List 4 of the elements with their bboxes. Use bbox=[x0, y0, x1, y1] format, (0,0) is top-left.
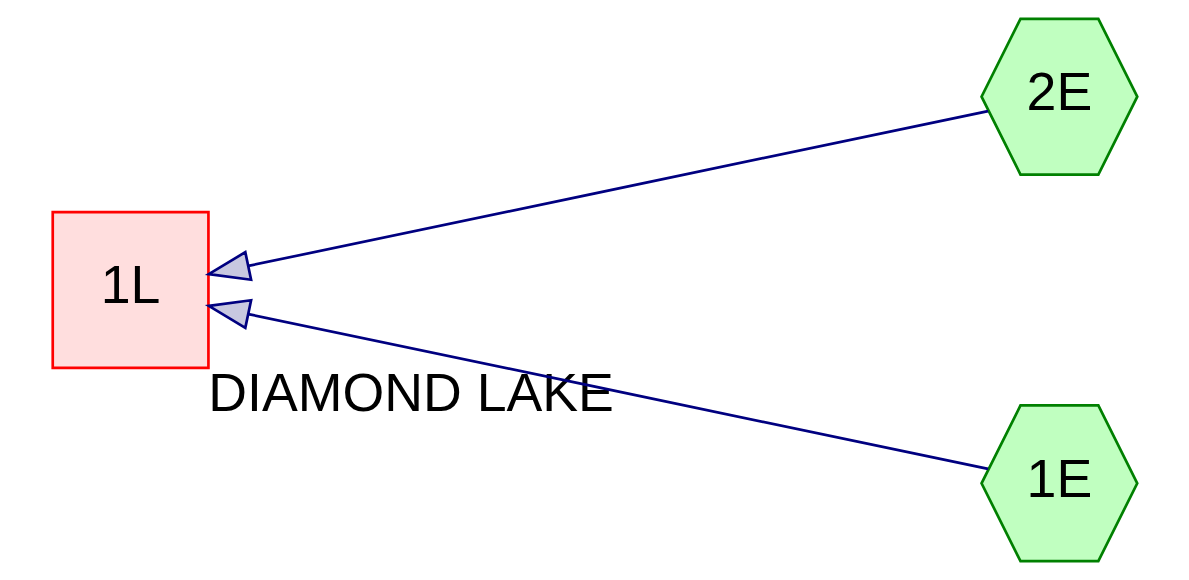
node-box: 1L bbox=[50, 210, 210, 370]
arrow bbox=[204, 109, 988, 282]
node-label: DIAMOND LAKE bbox=[207, 361, 614, 422]
arrow bbox=[204, 298, 988, 471]
